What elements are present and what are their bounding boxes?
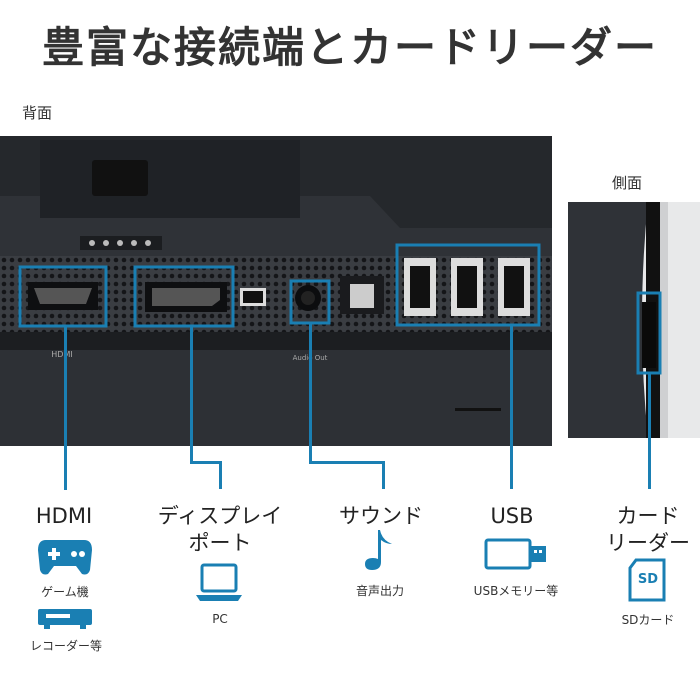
monitor-side-photo bbox=[568, 202, 700, 438]
category-displayport: ディスプレイ ポート bbox=[157, 504, 283, 555]
category-usb: USB bbox=[490, 504, 534, 528]
caption-pc: PC bbox=[212, 612, 228, 626]
connector-sound-v2 bbox=[382, 461, 385, 489]
category-hdmi: HDMI bbox=[35, 504, 93, 528]
connector-card bbox=[648, 373, 651, 489]
category-sound: サウンド bbox=[339, 504, 423, 528]
side-label: 側面 bbox=[612, 174, 643, 192]
page-title: 豊富な接続端とカードリーダー bbox=[41, 23, 658, 72]
hdmi-marking: HDMI bbox=[51, 350, 72, 359]
monitor-rear-photo: HDMI Audio Out bbox=[0, 136, 552, 446]
laptop-icon bbox=[196, 563, 242, 601]
connector-usb bbox=[510, 325, 513, 489]
connector-sound bbox=[309, 323, 312, 464]
gamepad-icon bbox=[38, 540, 92, 575]
sd-card-icon: SD bbox=[628, 558, 666, 602]
connector-sound-h bbox=[309, 461, 385, 464]
connector-hdmi bbox=[64, 326, 67, 490]
usb-drive-icon bbox=[484, 538, 546, 570]
music-note-icon bbox=[365, 530, 392, 570]
caption-sd-card: SDカード bbox=[621, 613, 675, 627]
caption-usb-memory: USBメモリー等 bbox=[473, 584, 559, 598]
connector-dp-h bbox=[190, 461, 222, 464]
sd-card-label: SD bbox=[637, 572, 659, 587]
rear-label: 背面 bbox=[22, 104, 53, 122]
caption-game-console: ゲーム機 bbox=[41, 585, 89, 599]
connector-dp-v2 bbox=[219, 461, 222, 489]
caption-audio-output: 音声出力 bbox=[355, 584, 404, 598]
caption-recorder: レコーダー等 bbox=[29, 639, 102, 653]
recorder-icon bbox=[38, 609, 92, 629]
category-card-reader: カード リーダー bbox=[606, 504, 690, 555]
connector-dp bbox=[190, 326, 193, 464]
